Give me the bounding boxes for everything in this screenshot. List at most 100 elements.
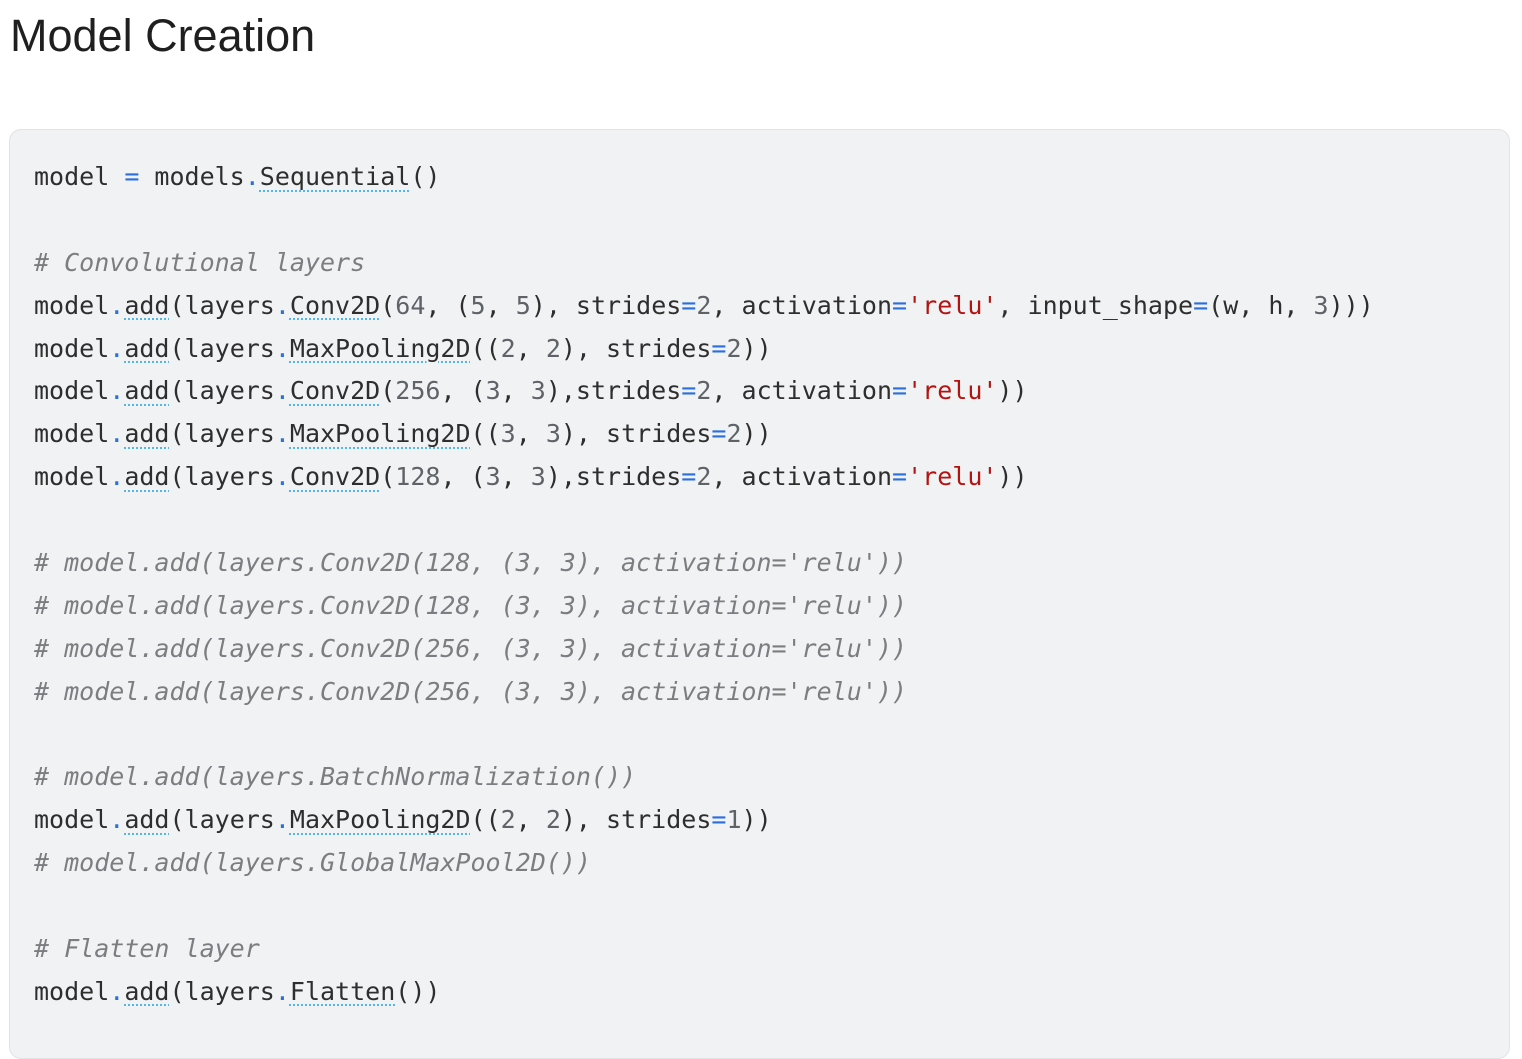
code-token: ))) <box>1328 290 1374 320</box>
code-token: , ( <box>425 290 471 320</box>
comment-token: # model.add(layers.GlobalMaxPool2D()) <box>34 848 591 878</box>
code-token: (layers <box>169 462 275 492</box>
function-name-token: add <box>124 290 170 320</box>
code-token: ),strides <box>545 462 682 492</box>
function-name-token: add <box>124 976 170 1006</box>
code-line: model.add(layers.MaxPooling2D((3, 3), st… <box>34 413 1374 456</box>
operator-token: . <box>274 805 290 835</box>
function-name-token: Conv2D <box>289 290 381 320</box>
function-name-token: add <box>124 462 170 492</box>
operator-token: . <box>109 419 125 449</box>
code-token: ), strides <box>530 290 682 320</box>
number-token: 3 <box>530 376 546 406</box>
code-token: ( <box>380 290 396 320</box>
code-token: )) <box>741 333 772 363</box>
code-token: , activation <box>711 462 893 492</box>
number-token: 3 <box>1313 290 1329 320</box>
code-token: )) <box>997 376 1028 406</box>
code-token: () <box>410 162 441 191</box>
code-token: ), strides <box>560 805 712 835</box>
code-token: model <box>34 290 110 320</box>
code-token: model <box>34 333 110 363</box>
number-token: 3 <box>485 462 501 492</box>
function-name-token: MaxPooling2D <box>289 419 471 449</box>
code-token: model <box>34 976 110 1006</box>
code-token: )) <box>741 419 772 449</box>
number-token: 1 <box>726 805 742 835</box>
blank-code-line <box>34 199 1374 242</box>
operator-token: = <box>711 805 727 835</box>
code-line: model.add(layers.Conv2D(64, (5, 5), stri… <box>34 285 1374 328</box>
section-title: Model Creation <box>10 10 316 61</box>
comment-token: # model.add(layers.Conv2D(256, (3, 3), a… <box>34 676 907 706</box>
comment-token: # Flatten layer <box>34 934 260 964</box>
code-token: , activation <box>711 376 893 406</box>
code-token: (w, h, <box>1208 290 1314 320</box>
string-token: 'relu' <box>907 290 998 320</box>
code-editor[interactable]: model = models. Sequential() # Convolutio… <box>34 156 1374 1014</box>
code-line: # model.add(layers.GlobalMaxPool2D()) <box>34 842 1374 885</box>
code-token: , <box>500 462 531 492</box>
operator-token: . <box>274 333 290 363</box>
code-token: , ( <box>440 462 486 492</box>
code-token: , <box>515 805 546 835</box>
code-token: ),strides <box>545 376 682 406</box>
number-token: 2 <box>726 419 742 449</box>
operator-token: . <box>274 419 290 449</box>
code-token: , <box>515 419 546 449</box>
number-token: 2 <box>500 805 516 835</box>
operator-token: . <box>274 462 290 492</box>
function-name-token: Sequential <box>259 162 411 191</box>
operator-token: . <box>109 376 125 406</box>
code-token: )) <box>741 805 772 835</box>
number-token: 64 <box>395 290 426 320</box>
function-name-token: add <box>124 376 170 406</box>
number-token: 2 <box>726 333 742 363</box>
code-cell[interactable]: model = models. Sequential() # Convolutio… <box>9 129 1510 1059</box>
comment-token: # model.add(layers.Conv2D(128, (3, 3), a… <box>34 590 907 620</box>
code-token: ), strides <box>560 333 712 363</box>
code-token: model <box>34 805 110 835</box>
code-token: model <box>34 162 125 191</box>
operator-token: . <box>109 462 125 492</box>
number-token: 2 <box>696 462 712 492</box>
blank-code-line <box>34 499 1374 542</box>
code-token: model <box>34 376 110 406</box>
code-line: # model.add(layers.Conv2D(256, (3, 3), a… <box>34 628 1374 671</box>
code-token: ), strides <box>560 419 712 449</box>
number-token: 2 <box>696 376 712 406</box>
number-token: 5 <box>470 290 486 320</box>
operator-token: . <box>109 805 125 835</box>
string-token: 'relu' <box>907 462 998 492</box>
code-token: , <box>515 333 546 363</box>
operator-token: = <box>711 333 727 363</box>
function-name-token: add <box>124 419 170 449</box>
code-token: models <box>139 162 245 191</box>
comment-token: # model.add(layers.BatchNormalization()) <box>34 762 637 792</box>
code-token: model <box>34 419 110 449</box>
operator-token: = <box>892 290 908 320</box>
operator-token: = <box>681 462 697 492</box>
comment-token: # model.add(layers.Conv2D(256, (3, 3), a… <box>34 633 907 663</box>
number-token: 2 <box>500 333 516 363</box>
operator-token: = <box>711 419 727 449</box>
number-token: 2 <box>545 805 561 835</box>
code-line: model.add(layers.Conv2D(256, (3, 3),stri… <box>34 370 1374 413</box>
code-token: (layers <box>169 290 275 320</box>
code-line: model.add(layers.MaxPooling2D((2, 2), st… <box>34 328 1374 371</box>
code-token: (layers <box>169 333 275 363</box>
function-name-token: Conv2D <box>289 376 381 406</box>
code-token: , activation <box>711 290 893 320</box>
code-token: (( <box>470 333 501 363</box>
code-token: (layers <box>169 976 275 1006</box>
blank-code-line <box>34 714 1374 757</box>
code-token: model <box>34 462 110 492</box>
code-token: , input_shape <box>997 290 1194 320</box>
code-token: (layers <box>169 419 275 449</box>
code-token: ()) <box>395 976 441 1006</box>
code-line: # Convolutional layers <box>34 242 1374 285</box>
code-line: model.add(layers.Flatten()) <box>34 971 1374 1014</box>
code-token: (( <box>470 805 501 835</box>
operator-token: . <box>109 333 125 363</box>
string-token: 'relu' <box>907 376 998 406</box>
